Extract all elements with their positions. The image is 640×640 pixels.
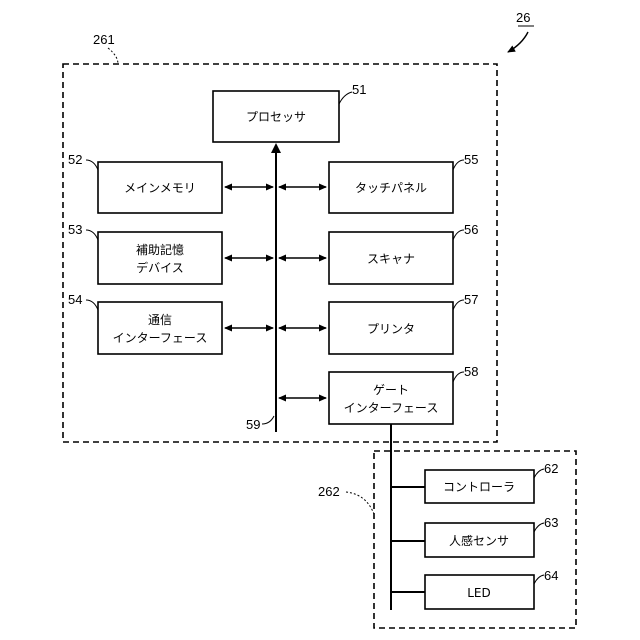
ref-printer: 57 [464,292,478,307]
ref-processor: 51 [352,82,366,97]
ref-sub-unit-leader [346,492,374,514]
ref-main-unit: 261 [93,32,115,47]
ref-touch-panel: 55 [464,152,478,167]
scanner-label: スキャナ [367,252,415,266]
ref-sub-unit: 262 [318,484,340,499]
ref-led-leader [534,575,544,584]
bus-arrowhead [271,143,281,153]
controller-label: コントローラ [443,480,515,494]
touch-panel-label: タッチパネル [355,181,427,195]
ref-gate-if: 58 [464,364,478,379]
ref-led: 64 [544,568,558,583]
ref-controller-leader [534,469,544,478]
gate-if-label-1: ゲート [373,383,409,397]
ref-system-arrow [508,32,528,52]
ref-scanner-leader [453,230,464,240]
ref-controller: 62 [544,461,558,476]
ref-printer-leader [453,300,464,310]
ref-comm-if: 54 [68,292,82,307]
ref-touch-panel-leader [453,160,464,170]
ref-processor-leader [339,92,352,104]
ref-main-memory-leader [86,160,98,170]
gate-if-label-2: インターフェース [344,401,439,415]
ref-aux-storage: 53 [68,222,82,237]
comm-if-label-2: インターフェース [113,331,208,345]
ref-aux-storage-leader [86,230,98,240]
aux-storage-block [98,232,222,284]
printer-label: プリンタ [367,322,415,336]
human-sensor-label: 人感センサ [449,533,509,548]
main-memory-label: メインメモリ [124,181,196,195]
aux-storage-label-2: デバイス [136,260,184,275]
ref-human-sensor: 63 [544,515,558,530]
ref-system: 26 [516,10,530,25]
ref-main-unit-leader [108,48,118,64]
comm-if-block [98,302,222,354]
ref-gate-if-leader [453,372,464,382]
ref-main-memory: 52 [68,152,82,167]
led-label: LED [467,586,491,600]
ref-bus-leader [262,416,274,424]
ref-comm-if-leader [86,300,98,310]
processor-label: プロセッサ [246,110,306,124]
aux-storage-label-1: 補助記憶 [136,242,184,257]
ref-human-sensor-leader [534,523,544,532]
ref-scanner: 56 [464,222,478,237]
gate-if-block [329,372,453,424]
comm-if-label-1: 通信 [148,313,172,327]
ref-bus: 59 [246,417,260,432]
